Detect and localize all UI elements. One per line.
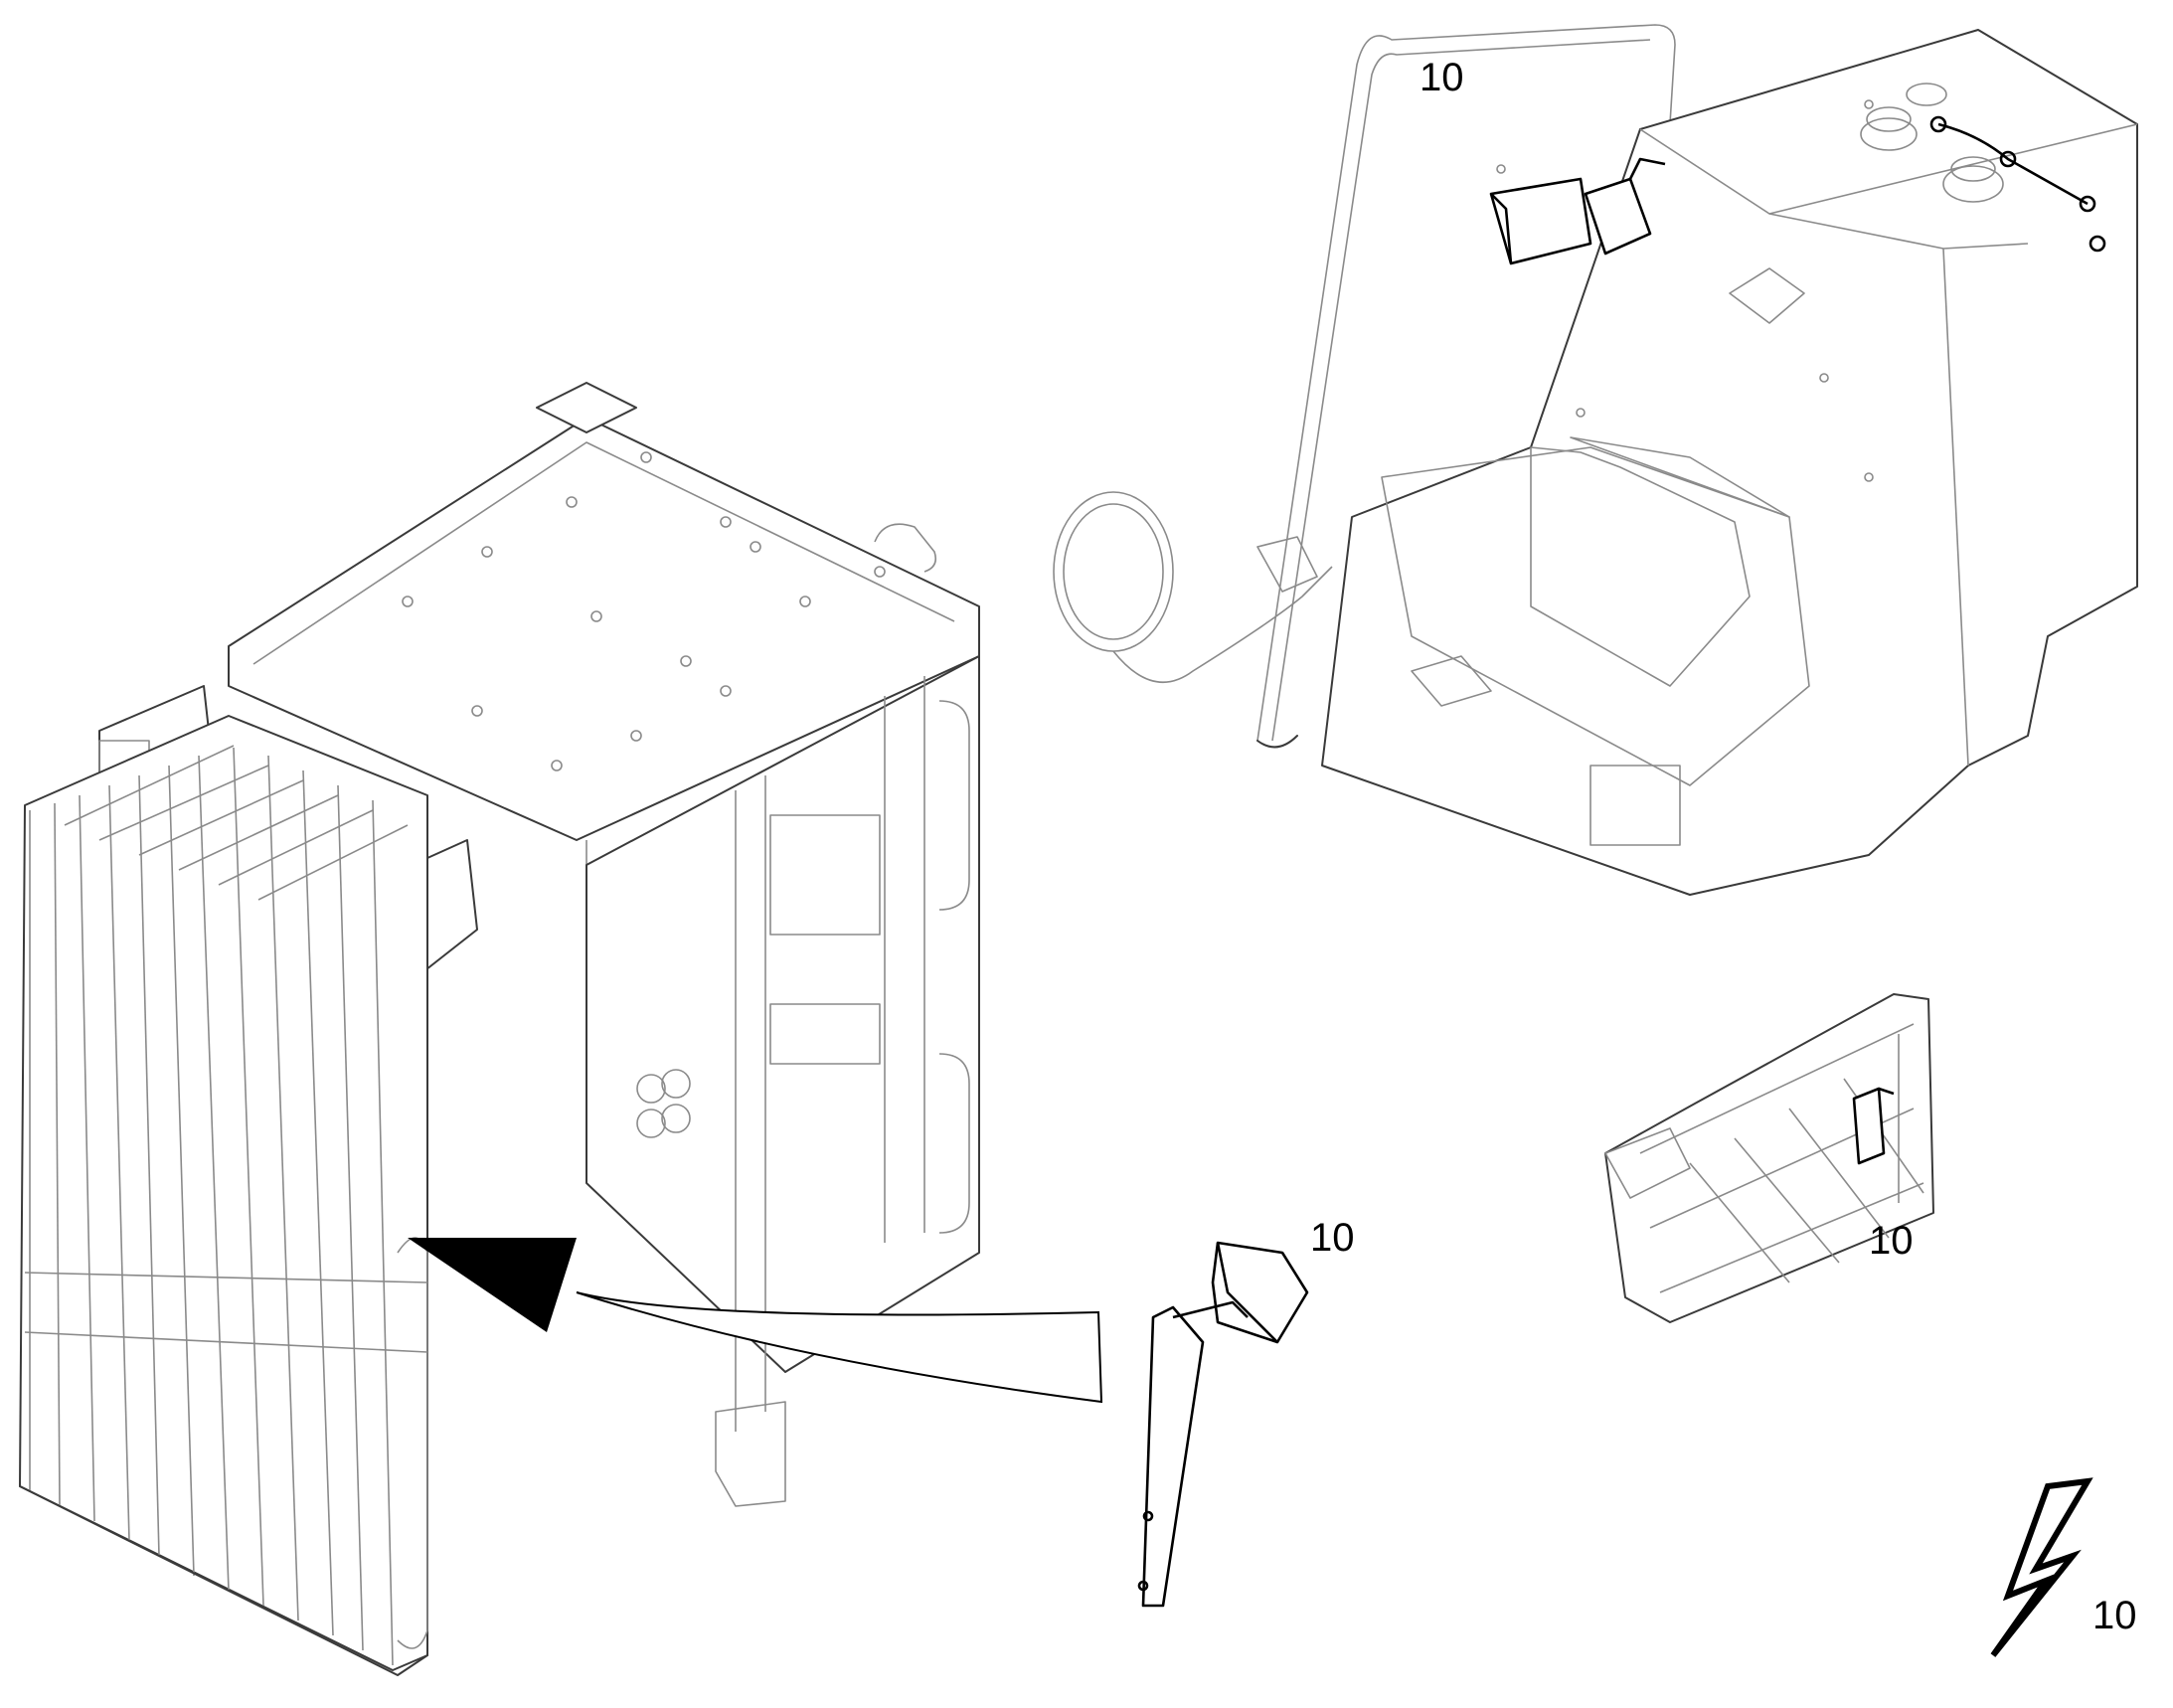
lightning-bolt-icon (1990, 1477, 2093, 1657)
callout-top-right: 10 (1420, 56, 1464, 99)
pointer-arrow (408, 1238, 1103, 1404)
callout-bottom-right-assembly: 10 (1869, 1219, 1914, 1263)
operator-cab-drawing (1053, 24, 2138, 896)
detail-bracket-light (1137, 1241, 1309, 1608)
mirror (1053, 491, 1333, 684)
front-grille (19, 715, 428, 1676)
callout-electric-symbol: 10 (2092, 1594, 2137, 1637)
machine-frame-drawing (19, 382, 980, 1676)
callout-detail-bracket: 10 (1310, 1216, 1355, 1260)
mounting-frame-assembly (1604, 993, 1934, 1323)
cab-mounted-light (1489, 157, 1666, 265)
